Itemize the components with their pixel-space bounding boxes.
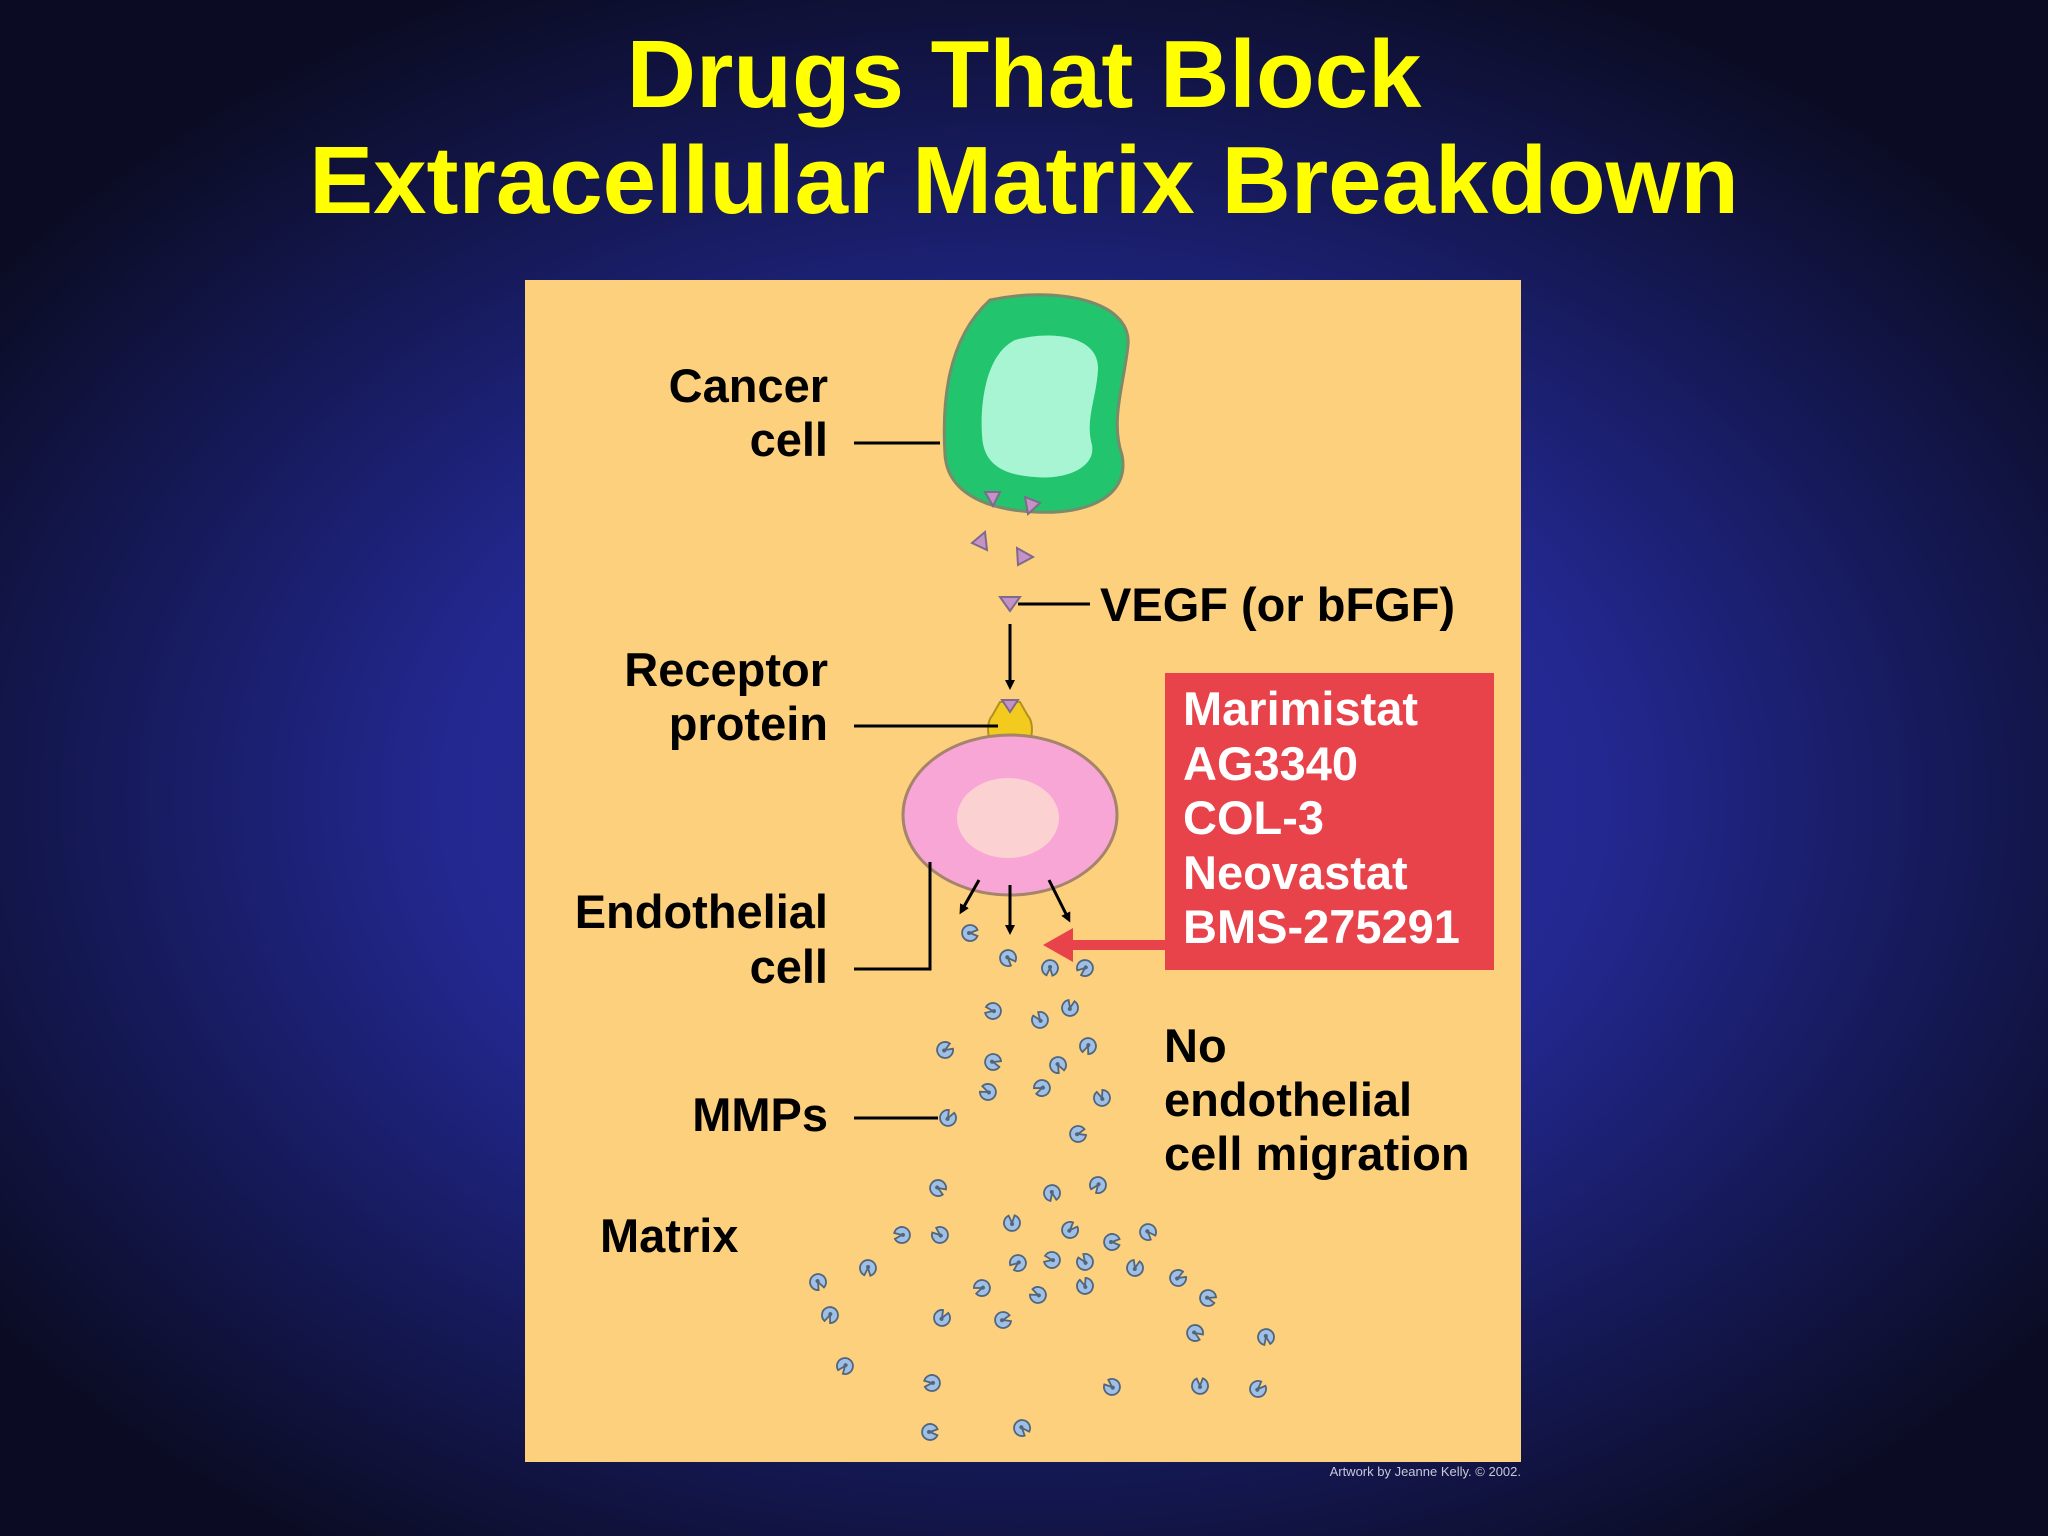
label-cancer-cell-line2: cell	[750, 413, 828, 466]
mmp-release-arrow	[1047, 879, 1071, 923]
mmp-icon	[1186, 1324, 1204, 1342]
label-receptor-line2: protein	[669, 697, 828, 750]
label-mmps: MMPs	[692, 1088, 828, 1141]
title-line-1: Drugs That Block	[626, 21, 1422, 128]
drug-name: AG3340	[1183, 737, 1358, 790]
vegf-particle-icon	[970, 530, 989, 552]
drug-name: Marimistat	[1183, 682, 1418, 735]
vegf-particle-icon	[1023, 495, 1042, 516]
mmp-icon	[836, 1357, 854, 1375]
label-cancer-cell-line1: Cancer	[669, 359, 828, 412]
mmp-icon	[1061, 998, 1079, 1017]
mmp-icon	[931, 1226, 949, 1244]
mmp-icon	[984, 1053, 1003, 1071]
mmp-icon	[961, 924, 979, 942]
cancer-cell-nucleus	[981, 335, 1099, 478]
endothelial-leader	[854, 862, 932, 971]
mmp-icon	[859, 1259, 877, 1277]
mmp-icon	[821, 1306, 839, 1324]
mmp-icon	[994, 1311, 1013, 1329]
label-matrix: Matrix	[600, 1209, 738, 1262]
drug-name: BMS-275291	[1183, 900, 1460, 953]
mmp-icon	[1191, 1377, 1209, 1395]
vegf-particle-icon	[983, 491, 1002, 509]
mmp-icon	[936, 1041, 954, 1059]
mmp-icon	[921, 1423, 939, 1441]
mmp-icon	[979, 1083, 997, 1101]
mmp-release-arrow	[959, 879, 981, 915]
mmp-icon	[1029, 1286, 1047, 1304]
mmp-icon	[1079, 1037, 1097, 1056]
mmp-icon	[984, 1002, 1002, 1020]
mmp-icon	[1199, 1289, 1218, 1307]
mmp-icon	[1139, 1223, 1157, 1241]
mmp-icon	[1003, 1214, 1021, 1232]
mmp-icon	[1069, 1125, 1088, 1143]
mmp-icon	[893, 1226, 911, 1244]
mmp-icon	[1041, 959, 1059, 977]
mmp-icon	[1076, 1253, 1094, 1271]
mmp-icon	[923, 1374, 941, 1392]
mmp-icon	[1169, 1269, 1187, 1287]
mmp-icon	[933, 1309, 951, 1327]
mmp-icon	[1031, 1011, 1049, 1029]
artwork-credit: Artwork by Jeanne Kelly. © 2002.	[1329, 1464, 1521, 1479]
drug-box-background	[1165, 673, 1494, 970]
mmp-icon	[1076, 1276, 1094, 1295]
endothelial-cell-nucleus	[957, 778, 1059, 858]
title-line-2: Extracellular Matrix Breakdown	[309, 127, 1739, 234]
vegf-particle-icon	[998, 596, 1022, 613]
mmp-icon	[1043, 1184, 1061, 1202]
mmp-icon	[1126, 1258, 1144, 1277]
label-endothelial-line1: Endothelial	[575, 885, 828, 938]
mmp-icon	[1249, 1380, 1267, 1398]
label-no-migration-line1: No	[1164, 1019, 1227, 1072]
mmp-icon	[1257, 1328, 1275, 1346]
mmp-icon	[939, 1109, 957, 1127]
mmp-icon	[1013, 1419, 1031, 1437]
mmp-icon	[1093, 1088, 1111, 1107]
mmp-icon	[1061, 1221, 1079, 1239]
bound-vegf-icon	[1000, 699, 1020, 714]
label-no-migration-line3: cell migration	[1164, 1127, 1470, 1180]
mmp-icon	[1009, 1254, 1027, 1272]
mmp-icon	[929, 1179, 947, 1197]
drug-name: Neovastat	[1183, 846, 1408, 899]
label-receptor-line1: Receptor	[624, 643, 828, 696]
mmp-icon	[1103, 1378, 1121, 1396]
drug-name: COL-3	[1183, 791, 1324, 844]
mmp-icon	[1049, 1056, 1067, 1074]
drug-block-arrow	[1043, 928, 1169, 962]
label-endothelial-line2: cell	[750, 940, 828, 993]
mmp-icon	[1076, 959, 1094, 977]
cancer-cell	[942, 293, 1130, 516]
slide-title: Drugs That Block Extracellular Matrix Br…	[0, 22, 2048, 234]
vegf-particle-icon	[1015, 546, 1036, 567]
mmp-icon	[1089, 1176, 1107, 1194]
mmp-icon	[1103, 1233, 1121, 1251]
label-no-migration-line2: endothelial	[1164, 1073, 1412, 1126]
mmp-icon	[1033, 1079, 1051, 1097]
endothelial-cell	[901, 733, 1119, 897]
mmp-icon	[999, 949, 1017, 967]
drug-box: Marimistat AG3340 COL-3 Neovastat BMS-27…	[1165, 673, 1494, 970]
mmp-icon	[1043, 1251, 1061, 1269]
mmp-particles	[809, 924, 1275, 1441]
mmp-icon	[973, 1279, 991, 1297]
mmp-icon	[809, 1273, 827, 1291]
label-vegf: VEGF (or bFGF)	[1100, 578, 1455, 631]
